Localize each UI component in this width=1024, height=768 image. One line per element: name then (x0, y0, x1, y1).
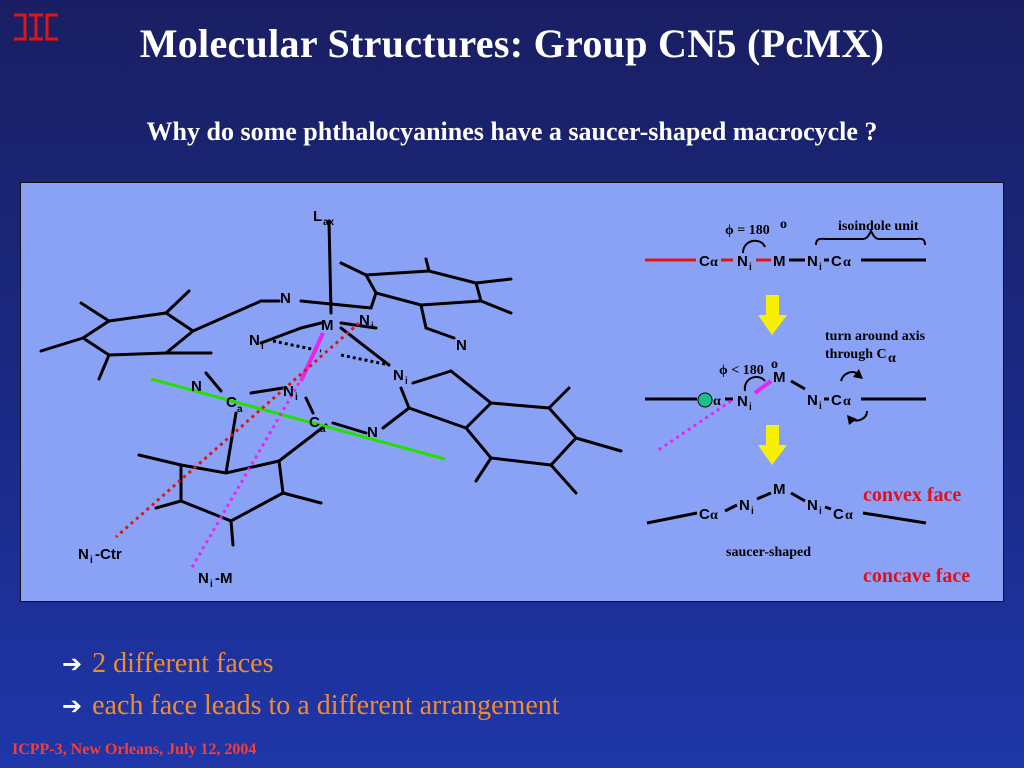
bullet-item: ➔ 2 different faces (62, 643, 560, 685)
svg-text:N: N (737, 253, 748, 270)
svg-text:i: i (819, 506, 822, 517)
svg-text:α: α (713, 394, 721, 409)
svg-text:o: o (771, 357, 778, 372)
svg-text:i: i (90, 555, 93, 566)
dotted-bonds (272, 339, 390, 367)
svg-text:-Ctr: -Ctr (95, 546, 122, 563)
svg-text:i: i (819, 401, 822, 412)
svg-text:i: i (749, 262, 752, 273)
n-label-left: N (191, 378, 202, 395)
svg-text:i: i (295, 392, 298, 403)
bullet-text: each face leads to a different arrangeme… (92, 690, 560, 721)
isoindole-label: isoindole unit (838, 219, 919, 234)
mean-plane-line (150, 377, 446, 461)
svg-text:C: C (833, 506, 844, 523)
lax-sub: ax (323, 217, 335, 228)
svg-text:a: a (237, 404, 243, 415)
svg-text:-M: -M (215, 570, 233, 587)
phi-lt-180-label: ϕ < 180 (719, 363, 764, 378)
svg-text:α: α (888, 351, 896, 366)
svg-text:C: C (831, 253, 842, 270)
bullet-text: 2 different faces (92, 648, 274, 679)
svg-text:i: i (819, 262, 822, 273)
svg-text:i: i (749, 402, 752, 413)
turn-axis-label-2: through C (825, 347, 887, 362)
phthalocyanine-structure-diagram: L ax N M N i N i N N i N C a N i C a N N… (39, 208, 970, 590)
svg-text:α: α (843, 394, 851, 409)
svg-text:α: α (710, 255, 718, 270)
isoindole-brace (815, 228, 926, 246)
svg-text:α: α (710, 508, 718, 523)
n-label-top: N (280, 290, 291, 307)
slide-footer: ICPP-3, New Orleans, July 12, 2004 (12, 741, 257, 758)
c-alpha-1: C (699, 253, 710, 270)
svg-text:M: M (773, 481, 786, 498)
down-arrow-2 (758, 425, 787, 465)
ca-label-right: C (309, 414, 320, 431)
ni-ctr-label: N (78, 546, 89, 563)
svg-text:N: N (807, 392, 818, 409)
svg-text:N: N (807, 253, 818, 270)
ni-m-label: N (198, 570, 209, 587)
scheme-row-turn: turn around axis through C α α ϕ < 180 o… (645, 329, 926, 453)
bullet-item: ➔ each face leads to a different arrangem… (62, 685, 560, 727)
ni-label-top: N (359, 312, 370, 329)
svg-text:α: α (845, 508, 853, 523)
molecule-skeleton (39, 219, 623, 547)
svg-text:a: a (320, 424, 326, 435)
ni-label-right: N (393, 367, 404, 384)
lax-label: L (313, 208, 322, 225)
m-label: M (321, 317, 334, 334)
svg-text:i: i (261, 341, 264, 352)
svg-text:α: α (843, 255, 851, 270)
scheme-row-saucer: C α N i M N i C α saucer-shaped convex f… (646, 481, 970, 587)
phi-180-label: ϕ = 180 (725, 223, 770, 238)
svg-text:i: i (751, 506, 754, 517)
svg-text:o: o (780, 217, 787, 232)
svg-text:i: i (405, 376, 408, 387)
ca-label-left: C (226, 394, 237, 411)
c-alpha-dot (697, 392, 713, 408)
concave-face-label: concave face (863, 565, 970, 587)
bullet-list: ➔ 2 different faces ➔ each face leads to a… (62, 643, 560, 727)
svg-text:i: i (210, 579, 213, 590)
phi-arc-1 (742, 239, 766, 254)
svg-text:i: i (371, 321, 374, 332)
arrow-icon: ➔ (62, 692, 83, 720)
svg-text:M: M (773, 369, 786, 386)
slide-subtitle: Why do some phthalocyanines have a sauce… (146, 117, 878, 146)
slide-title: Molecular Structures: Group CN5 (PcMX) (139, 21, 885, 66)
svg-text:M: M (773, 253, 786, 270)
ni-ctr-line (115, 321, 360, 539)
arrow-icon: ➔ (62, 650, 83, 678)
phi-arc-2 (743, 375, 766, 392)
institution-logo (14, 13, 58, 41)
diagram-panel: L ax N M N i N i N N i N C a N i C a N N… (20, 182, 1004, 602)
svg-text:N: N (807, 497, 818, 514)
ni-m-dotted-line (189, 382, 301, 570)
ni-label-center: N (283, 383, 294, 400)
svg-text:N: N (739, 497, 750, 514)
convex-face-label: convex face (863, 484, 961, 506)
ni-m-bond-line (299, 332, 325, 382)
svg-text:C: C (699, 506, 710, 523)
turn-axis-label-1: turn around axis (825, 329, 926, 344)
ni-label-left: N (249, 332, 260, 349)
n-label-right: N (456, 337, 467, 354)
scheme-row-flat: isoindole unit ϕ = 180 o C α N i M N i C… (645, 217, 926, 273)
atom-labels: L ax N M N i N i N N i N C a N i C a N N… (78, 208, 467, 590)
svg-text:N: N (737, 393, 748, 410)
down-arrow-1 (758, 295, 787, 335)
n-label-bottom: N (367, 424, 378, 441)
saucer-shaped-label: saucer-shaped (726, 545, 811, 560)
svg-text:C: C (831, 392, 842, 409)
